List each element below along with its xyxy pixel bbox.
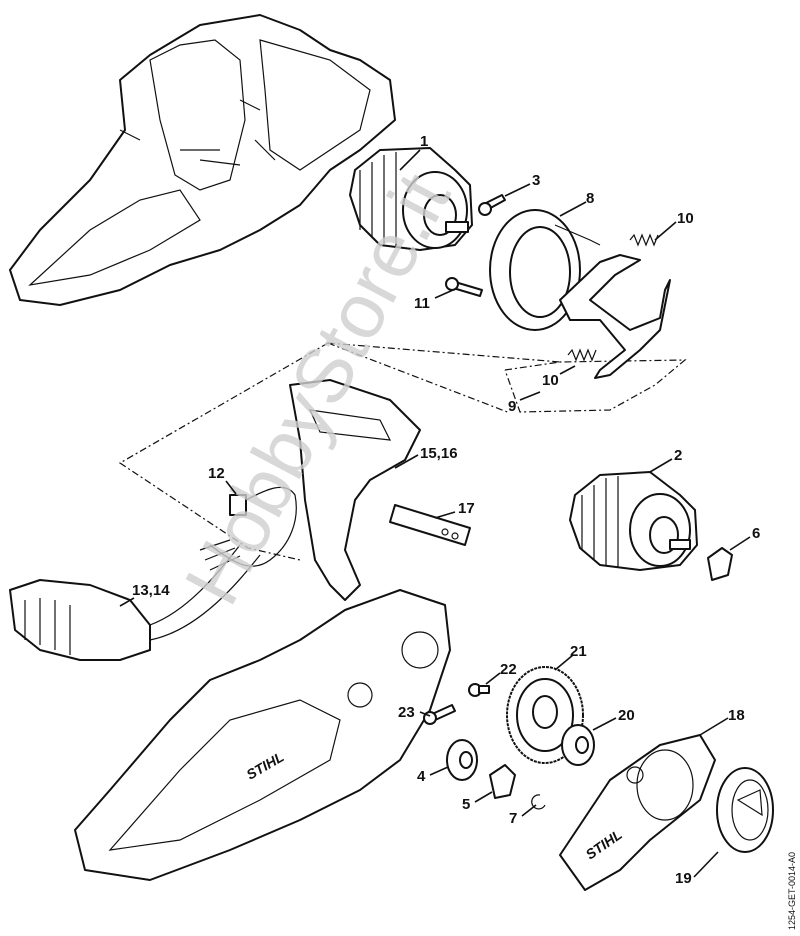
callout-1: 1 (420, 133, 428, 150)
screw-part-11 (445, 277, 483, 297)
brake-part-8 (489, 209, 601, 331)
callout-2: 2 (674, 447, 682, 464)
callout-3: 3 (532, 172, 540, 189)
cover-part-15-16 (289, 379, 421, 601)
screw-part-23 (423, 704, 456, 725)
group-outline-15-16 (327, 342, 511, 414)
screw-part-3 (478, 194, 506, 216)
callout-7: 7 (509, 810, 517, 827)
motor-housing-upper (9, 14, 396, 306)
group-outline-9 (504, 359, 687, 413)
screw-part-22 (468, 683, 490, 697)
knob-part-19 (716, 767, 774, 853)
motor-part-1 (349, 147, 473, 251)
clip-part-7 (531, 794, 546, 810)
sprocket-part-6 (707, 547, 733, 581)
callout-10-lower: 10 (542, 372, 559, 389)
callout-23: 23 (398, 704, 415, 721)
spring-part-10-lower (567, 348, 597, 362)
callout-13-14: 13,14 (132, 582, 170, 599)
callout-10-upper: 10 (677, 210, 694, 227)
callout-15-16: 15,16 (420, 445, 458, 462)
sprocket-cover-part-18: STIHL (559, 734, 716, 891)
motor-housing-lower: STIHL (74, 589, 451, 881)
callout-6: 6 (752, 525, 760, 542)
callout-22: 22 (500, 661, 517, 678)
drawing-code: 1254-GET-0014-A0 (787, 852, 797, 930)
callout-18: 18 (728, 707, 745, 724)
callout-4: 4 (417, 768, 426, 785)
electronics-part-13-14 (9, 539, 261, 661)
label-part-17 (389, 504, 471, 546)
group-outline-top (327, 342, 561, 363)
brake-lever-part-9 (559, 254, 671, 379)
bearing-part-4 (446, 739, 478, 781)
sprocket-part-5 (489, 764, 516, 799)
group-outline-15-16-left (118, 342, 329, 561)
spring-part-10-upper (629, 233, 659, 247)
nut-part-20 (561, 724, 595, 766)
callout-11: 11 (414, 295, 430, 312)
callout-12: 12 (208, 465, 225, 482)
callout-21: 21 (570, 643, 587, 660)
callout-19: 19 (675, 870, 692, 887)
callout-8: 8 (586, 190, 594, 207)
callouts: 1 3 8 10 11 10 9 12 15,16 17 2 6 13,14 2… (119, 133, 760, 887)
gear-part-21 (506, 666, 584, 764)
callout-5: 5 (462, 796, 470, 813)
callout-9: 9 (508, 398, 516, 415)
switch-part-12 (209, 486, 297, 567)
motor-part-2 (569, 471, 698, 571)
callout-20: 20 (618, 707, 635, 724)
callout-17: 17 (458, 500, 475, 517)
